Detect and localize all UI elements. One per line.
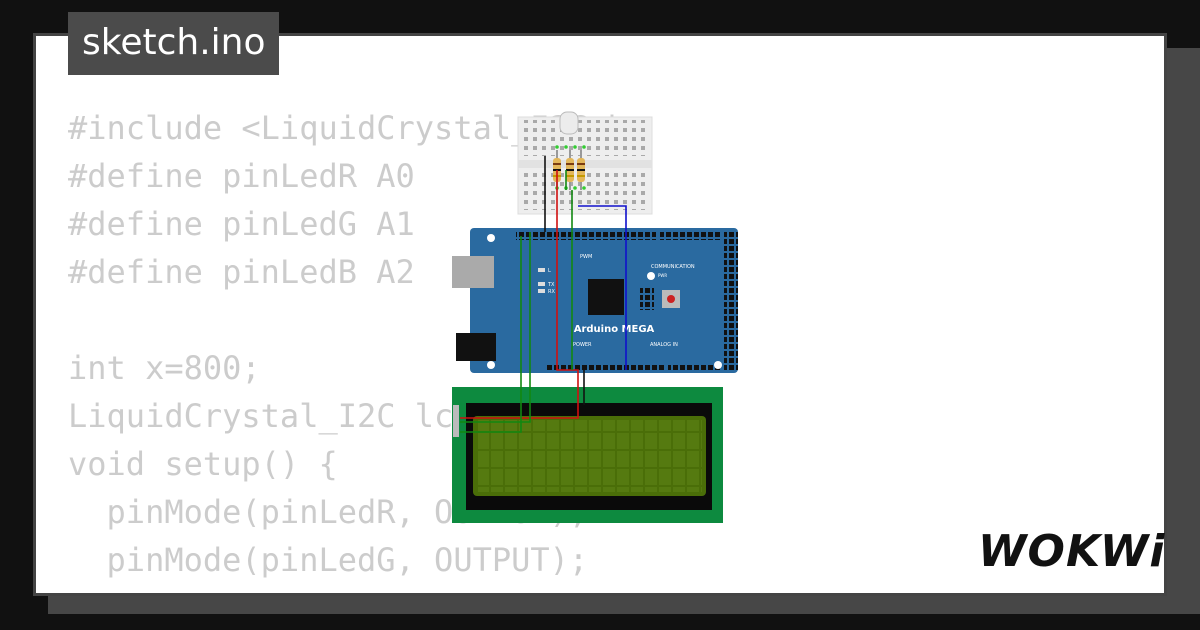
led-rx-label: RX (548, 289, 555, 295)
led-l-label: L (548, 268, 551, 274)
wires (460, 156, 627, 433)
power-label: POWER (573, 342, 592, 348)
lcd-display (452, 387, 723, 523)
code-line: pinMode(pinLedB, OUTPUT); (68, 584, 704, 593)
code-line: pinMode(pinLedG, OUTPUT); (68, 541, 589, 579)
code-line: #define pinLedG A1 (68, 205, 415, 243)
resistor (566, 150, 574, 190)
resistor (577, 150, 585, 190)
breadboard-connection-dots (555, 145, 586, 190)
arduino-mega-board: Arduino MEGA PWM COMMUNICATION POWER ANA… (452, 228, 738, 373)
code-line: #define pinLedR A0 (68, 157, 415, 195)
led-tx-label: TX (547, 282, 555, 288)
communication-label: COMMUNICATION (651, 264, 695, 270)
pwm-label: PWM (580, 254, 592, 260)
board-name: Arduino MEGA (574, 324, 655, 335)
code-line: #define pinLedB A2 (68, 253, 415, 291)
analog-in-label: ANALOG IN (650, 342, 678, 348)
file-tab[interactable]: sketch.ino (68, 12, 280, 75)
code-line: int x=800; (68, 349, 261, 387)
pwr-label: PWR (658, 273, 667, 278)
code-line: void setup() { (68, 445, 338, 483)
wokwi-logo: WOKWi (978, 526, 1166, 577)
rgb-led (559, 111, 579, 135)
